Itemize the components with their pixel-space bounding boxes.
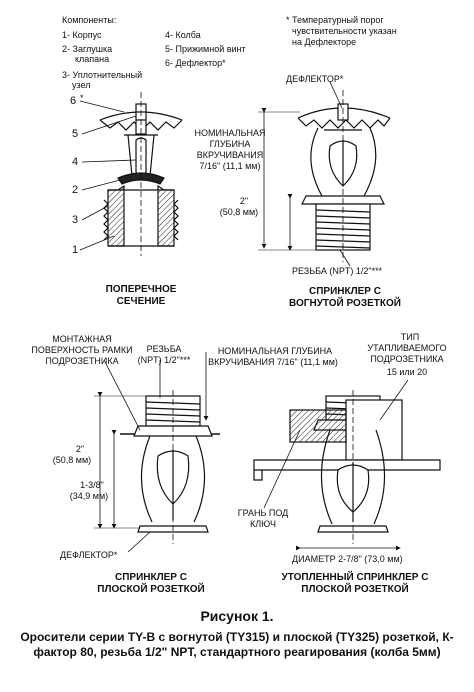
recessed-caption: ПЛОСКОЙ РОЗЕТКОЙ	[301, 584, 409, 595]
cross-section-drawing	[79, 92, 183, 256]
legend-item: 6- Дефлектор*	[165, 58, 226, 68]
concave-depth-label: ВКРУЧИВАНИЯ	[196, 150, 264, 160]
cross-section-caption: ПОПЕРЕЧНОЕ	[105, 284, 177, 295]
concave-depth-label: ГЛУБИНА	[209, 139, 251, 149]
escutcheon-type-label: ПОДРОЗЕТНИКА	[370, 354, 444, 364]
recessed-caption: УТОПЛЕННЫЙ СПРИНКЛЕР С	[281, 572, 429, 583]
escutcheon-type-label: ТИП	[400, 332, 420, 342]
recessed-sprinkler-drawing	[253, 379, 441, 551]
figure-caption: Оросители серии TY-B с вогнутой (TY315) …	[20, 630, 454, 659]
flat-thread-label: (NPT) 1/2"***	[137, 355, 191, 365]
concave-height-label: (50,8 мм)	[219, 207, 259, 217]
flat-depth-label: НОМИНАЛЬНАЯ ГЛУБИНА	[217, 346, 333, 356]
callout-number: 3	[72, 214, 79, 226]
concave-sprinkler-drawing	[258, 81, 391, 267]
concave-depth-label: НОМИНАЛЬНАЯ	[194, 128, 266, 138]
callout-number: 2	[72, 184, 79, 196]
escutcheon-type-label: УТАПЛИВАЕМОГО	[367, 343, 447, 353]
escutcheon-type-label: 15 или 20	[386, 367, 428, 377]
callout-asterisk: *	[80, 93, 84, 103]
cross-section-caption: СЕЧЕНИЕ	[116, 296, 166, 307]
legend-item: узел	[72, 80, 91, 90]
wrench-flat-label: ГРАНЬ ПОД	[237, 508, 289, 518]
flat-height-label: 2"	[75, 444, 85, 454]
flat-depth-label: ВКРУЧИВАНИЯ 7/16" (11,1 мм)	[208, 357, 338, 367]
flat-height2-label: (34,9 мм)	[69, 491, 109, 501]
mount-surface-label: ПОВЕРХНОСТЬ РАМКИ	[31, 345, 133, 355]
callout-number: 1	[72, 244, 79, 256]
note-line: чувствительности указан	[292, 26, 397, 36]
diameter-label: ДИАМЕТР 2-7/8" (73,0 мм)	[292, 554, 403, 564]
callout-number: 6	[70, 95, 77, 107]
concave-thread-label: РЕЗЬБА (NPT) 1/2"***	[292, 266, 383, 276]
flat-caption: СПРИНКЛЕР С	[115, 572, 187, 583]
flat-height-label: (50,8 мм)	[52, 455, 92, 465]
flat-caption: ПЛОСКОЙ РОЗЕТКОЙ	[97, 584, 205, 595]
mount-surface-label: ПОДРОЗЕТНИКА	[45, 356, 119, 366]
mount-surface-label: МОНТАЖНАЯ	[52, 334, 112, 344]
figure-title: Рисунок 1.	[200, 608, 274, 624]
callout-number: 5	[72, 128, 79, 140]
note-line: * Температурный порог	[286, 15, 384, 25]
legend-item: 2- Заглушка	[62, 44, 113, 54]
concave-deflector-label: ДЕФЛЕКТОР*	[286, 74, 344, 84]
legend-item: 3- Уплотнительный	[62, 70, 143, 80]
flat-sprinkler-drawing	[94, 352, 220, 553]
legend-item: 5- Прижимной винт	[165, 44, 246, 54]
wrench-flat-label: КЛЮЧ	[250, 519, 276, 529]
legend-item: 1- Корпус	[62, 30, 102, 40]
concave-caption: СПРИНКЛЕР С	[309, 286, 381, 297]
legend-item: 4- Колба	[165, 30, 201, 40]
callout-number: 4	[72, 156, 79, 168]
concave-height-label: 2"	[239, 196, 249, 206]
legend-title: Компоненты:	[62, 15, 117, 25]
flat-height2-label: 1-3/8"	[80, 480, 104, 490]
concave-depth-label: 7/16" (11,1 мм)	[199, 161, 261, 171]
note-line: на Дефлекторе	[292, 37, 357, 47]
concave-caption: ВОГНУТОЙ РОЗЕТКОЙ	[289, 298, 401, 309]
flat-deflector-label: ДЕФЛЕКТОР*	[60, 550, 118, 560]
legend-item: клапана	[75, 54, 110, 64]
flat-thread-label: РЕЗЬБА	[146, 344, 182, 354]
